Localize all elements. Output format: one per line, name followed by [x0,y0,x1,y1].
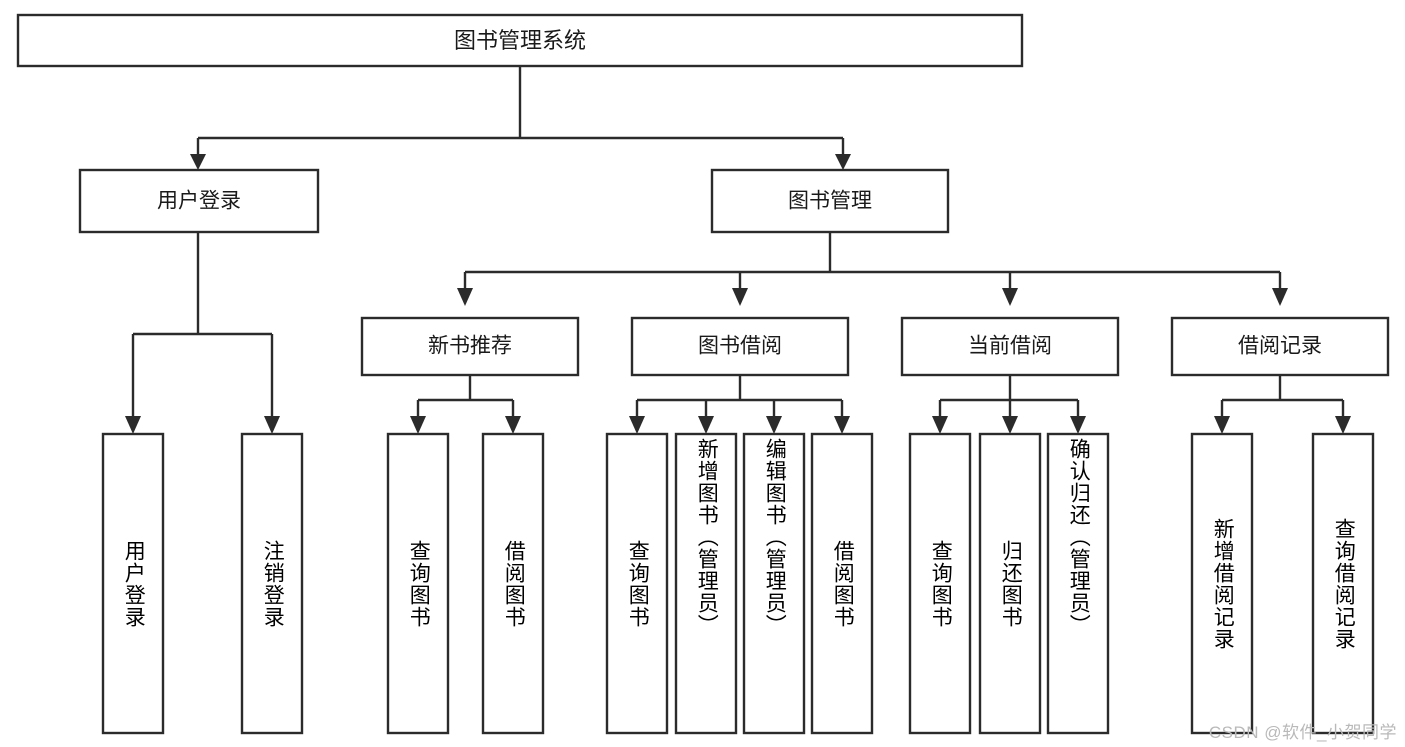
connector-currentborrow-to-leaves [932,375,1086,434]
leaf-box-query-book-2[interactable] [605,432,669,735]
node-new-book-recommend[interactable]: 新书推荐 [360,316,580,377]
node-book-manage-label: 图书管理 [788,190,872,213]
leaf-box-borrow-book-1[interactable] [481,432,545,735]
leaf-box-add-book[interactable] [674,432,738,735]
leaf-box-query-record[interactable] [1311,432,1375,735]
node-new-book-recommend-label: 新书推荐 [428,335,512,358]
connector-bookmanage-to-level2 [457,232,1288,306]
node-user-login-label: 用户登录 [157,190,241,213]
connector-root-to-level1 [190,66,851,170]
node-current-borrow-label: 当前借阅 [968,335,1052,358]
leaf-box-return-book[interactable] [978,432,1042,735]
leaf-box-user-login[interactable] [101,432,165,735]
leaf-box-edit-book[interactable] [742,432,806,735]
node-book-borrow-label: 图书借阅 [698,335,782,358]
node-borrow-record[interactable]: 借阅记录 [1170,316,1390,377]
connector-bookborrow-to-leaves [629,375,850,434]
leaf-box-query-book-1[interactable] [386,432,450,735]
node-root[interactable]: 图书管理系统 [16,13,1024,68]
leaf-box-borrow-book-2[interactable] [810,432,874,735]
watermark-text: CSDN @软件_小贺同学 [1208,723,1397,742]
node-book-manage[interactable]: 图书管理 [710,168,950,234]
node-borrow-record-label: 借阅记录 [1238,335,1322,358]
node-user-login[interactable]: 用户登录 [78,168,320,234]
leaf-box-add-record[interactable] [1190,432,1254,735]
leaf-box-user-logout[interactable] [240,432,304,735]
connector-borrowrecord-to-leaves [1214,375,1351,434]
node-root-label: 图书管理系统 [454,28,586,53]
connector-newbook-to-leaves [410,375,521,434]
leaf-box-confirm-return[interactable] [1046,432,1110,735]
leaf-boxes [101,432,1375,735]
leaf-box-query-book-3[interactable] [908,432,972,735]
node-current-borrow[interactable]: 当前借阅 [900,316,1120,377]
node-book-borrow[interactable]: 图书借阅 [630,316,850,377]
connector-userlogin-to-leaves [125,232,280,434]
